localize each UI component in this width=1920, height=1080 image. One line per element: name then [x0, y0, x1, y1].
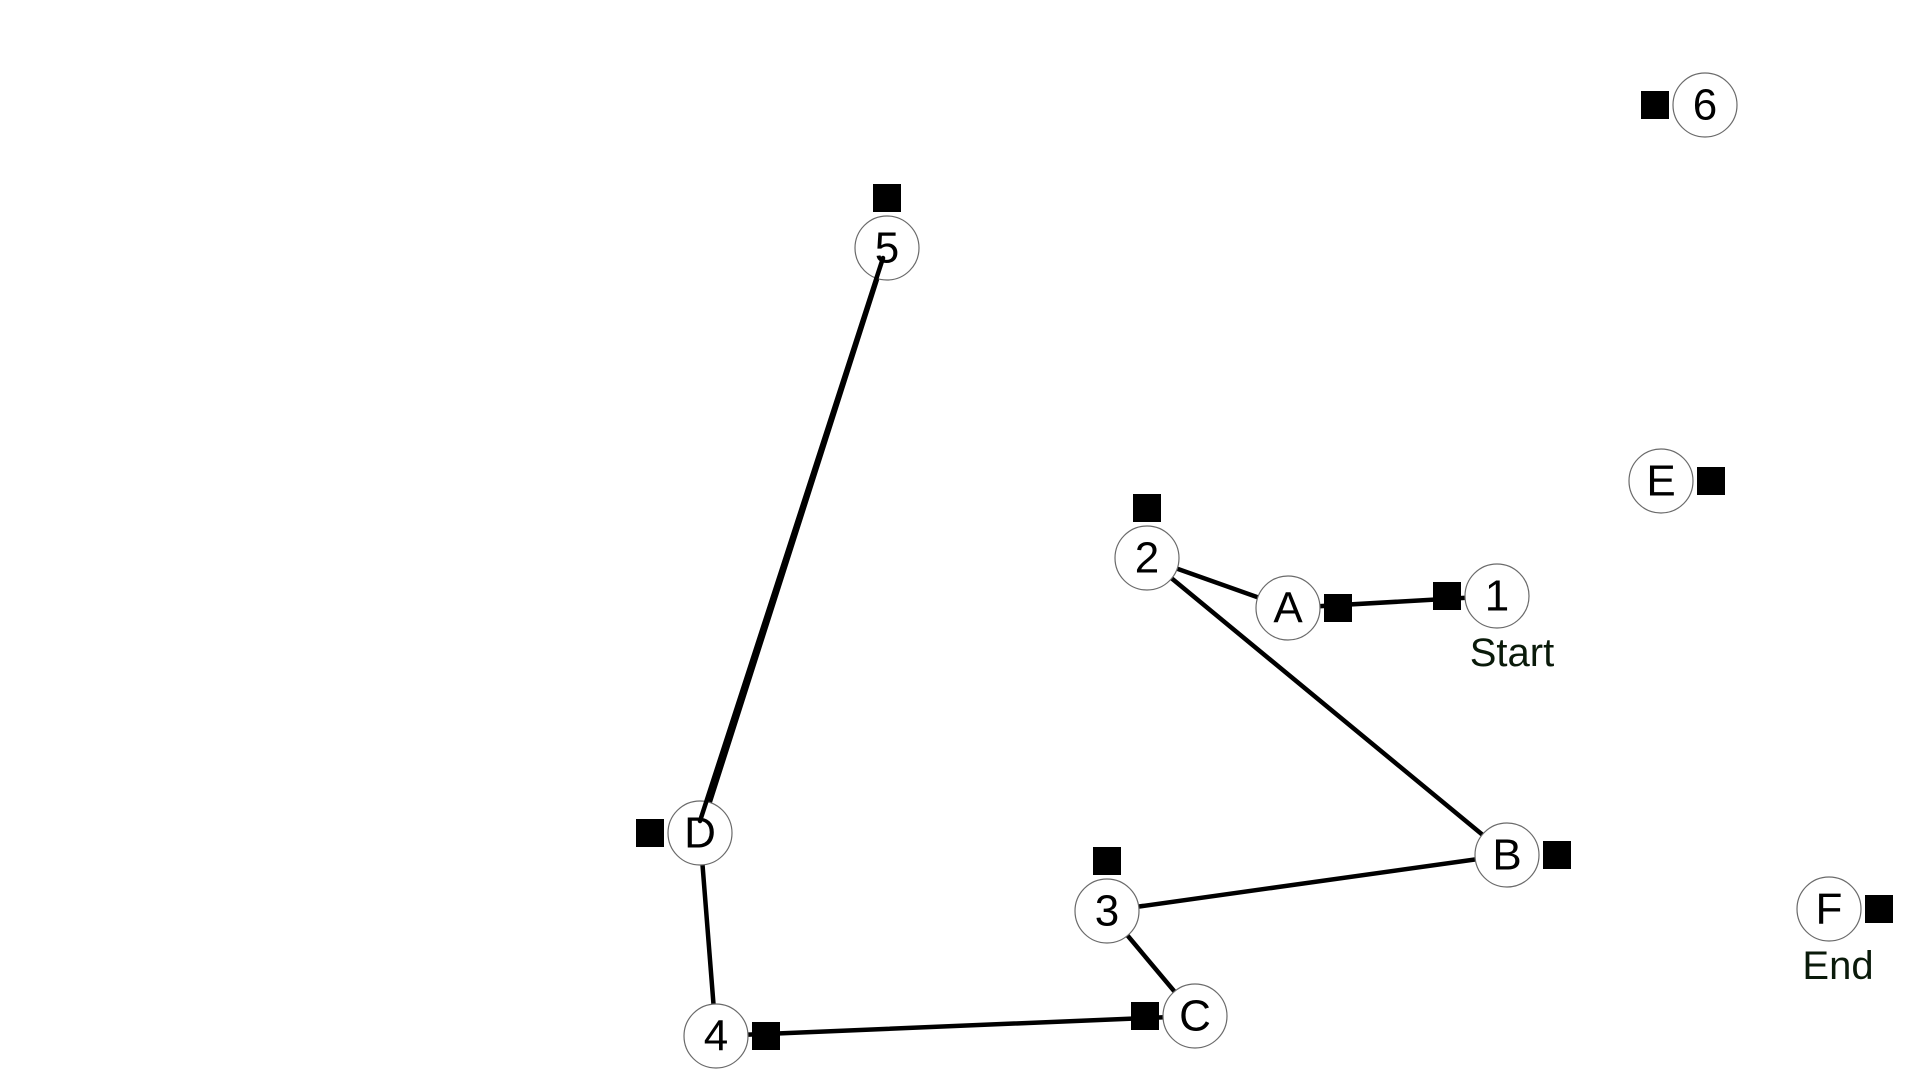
node-2[interactable]: 2	[1114, 525, 1180, 591]
node-D[interactable]: D	[667, 800, 733, 866]
handle-2[interactable]	[1133, 494, 1161, 522]
nodes-layer: 1 2 3 4 5 6A B C D E F	[667, 72, 1862, 1069]
connection-1-A	[1285, 593, 1500, 611]
node-circle-C[interactable]	[1162, 983, 1228, 1049]
handle-C[interactable]	[1131, 1002, 1159, 1030]
handles-layer	[636, 91, 1893, 1050]
node-4[interactable]: 4	[683, 1003, 749, 1069]
node-E[interactable]: E	[1628, 448, 1694, 514]
node-circle-2[interactable]	[1114, 525, 1180, 591]
node-5[interactable]: 5	[854, 215, 920, 281]
connection-B-3	[1104, 852, 1510, 914]
node-3[interactable]: 3	[1074, 878, 1140, 944]
node-C[interactable]: C	[1162, 983, 1228, 1049]
handle-E[interactable]	[1697, 467, 1725, 495]
node-circle-4[interactable]	[683, 1003, 749, 1069]
node-circle-3[interactable]	[1074, 878, 1140, 944]
handle-D[interactable]	[636, 819, 664, 847]
handle-6[interactable]	[1641, 91, 1669, 119]
handle-F[interactable]	[1865, 895, 1893, 923]
node-circle-5[interactable]	[854, 215, 920, 281]
handle-1[interactable]	[1433, 582, 1461, 610]
node-circle-D[interactable]	[667, 800, 733, 866]
node-circle-F[interactable]	[1796, 876, 1862, 942]
handle-B[interactable]	[1543, 841, 1571, 869]
node-A[interactable]: A	[1255, 575, 1321, 641]
node-circle-A[interactable]	[1255, 575, 1321, 641]
connection-2-B	[1144, 555, 1510, 858]
start-caption: Start	[1470, 631, 1554, 675]
node-circle-6[interactable]	[1672, 72, 1738, 138]
handle-4[interactable]	[752, 1022, 780, 1050]
handle-3[interactable]	[1093, 847, 1121, 875]
node-F[interactable]: F	[1796, 876, 1862, 942]
node-circle-B[interactable]	[1474, 822, 1540, 888]
node-circle-1[interactable]	[1464, 563, 1530, 629]
handle-A[interactable]	[1324, 594, 1352, 622]
connection-overlay-D-5	[697, 255, 886, 824]
end-caption: End	[1802, 944, 1873, 988]
connection-4-D	[697, 830, 719, 1039]
node-B[interactable]: B	[1474, 822, 1540, 888]
node-circle-E[interactable]	[1628, 448, 1694, 514]
connection-C-4	[713, 1013, 1198, 1039]
node-6[interactable]: 6	[1672, 72, 1738, 138]
handle-5[interactable]	[873, 184, 901, 212]
node-1[interactable]: 1	[1464, 563, 1530, 629]
